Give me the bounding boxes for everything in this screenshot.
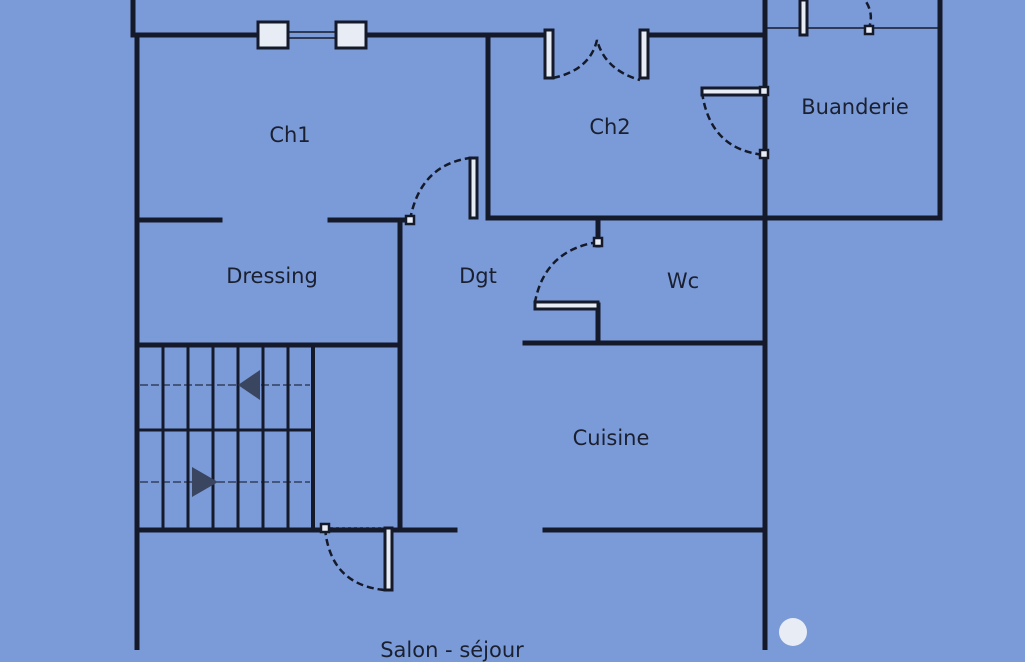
light-glare-dot [779,618,807,646]
stair-arrow-right-icon [192,467,218,497]
staircase [137,345,315,530]
room-label-dgt: Dgt [459,264,497,288]
stair-arrow-left-icon [238,370,260,400]
window-icons [256,20,368,50]
room-label-salon: Salon - séjour [380,638,524,662]
room-label-buanderie: Buanderie [801,95,909,119]
hinge-markers [319,24,875,534]
room-label-dressing: Dressing [226,264,318,288]
room-label-ch2: Ch2 [589,115,631,139]
room-label-ch1: Ch1 [269,123,311,147]
thin-lines [288,27,940,529]
room-label-wc: Wc [666,269,700,293]
walls [130,0,943,650]
room-label-cuisine: Cuisine [572,426,650,450]
door-swing-arcs [323,0,873,592]
door-leaves [383,0,809,592]
